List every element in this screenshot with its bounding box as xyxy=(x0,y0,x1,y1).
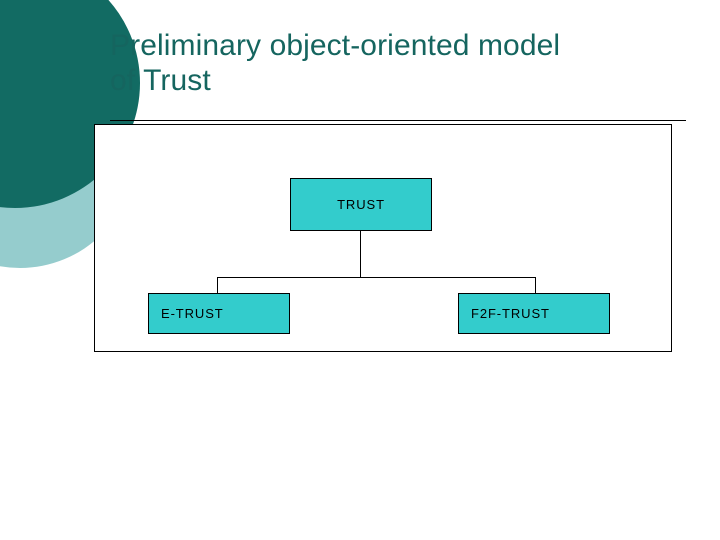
connector-drop-etrust xyxy=(217,277,218,294)
connector-trunk-line xyxy=(360,231,361,278)
connector-horizontal-bar xyxy=(217,277,536,278)
node-f2f-trust-label: F2F-TRUST xyxy=(471,306,550,321)
title-divider xyxy=(110,120,686,121)
page-title: Preliminary object-oriented model of Tru… xyxy=(110,29,561,97)
node-e-trust-label: E-TRUST xyxy=(161,306,224,321)
node-trust[interactable]: TRUST xyxy=(290,178,432,231)
node-f2f-trust[interactable]: F2F-TRUST xyxy=(458,293,610,334)
node-trust-label: TRUST xyxy=(337,197,385,212)
connector-drop-f2ftrust xyxy=(535,277,536,294)
node-e-trust[interactable]: E-TRUST xyxy=(148,293,290,334)
